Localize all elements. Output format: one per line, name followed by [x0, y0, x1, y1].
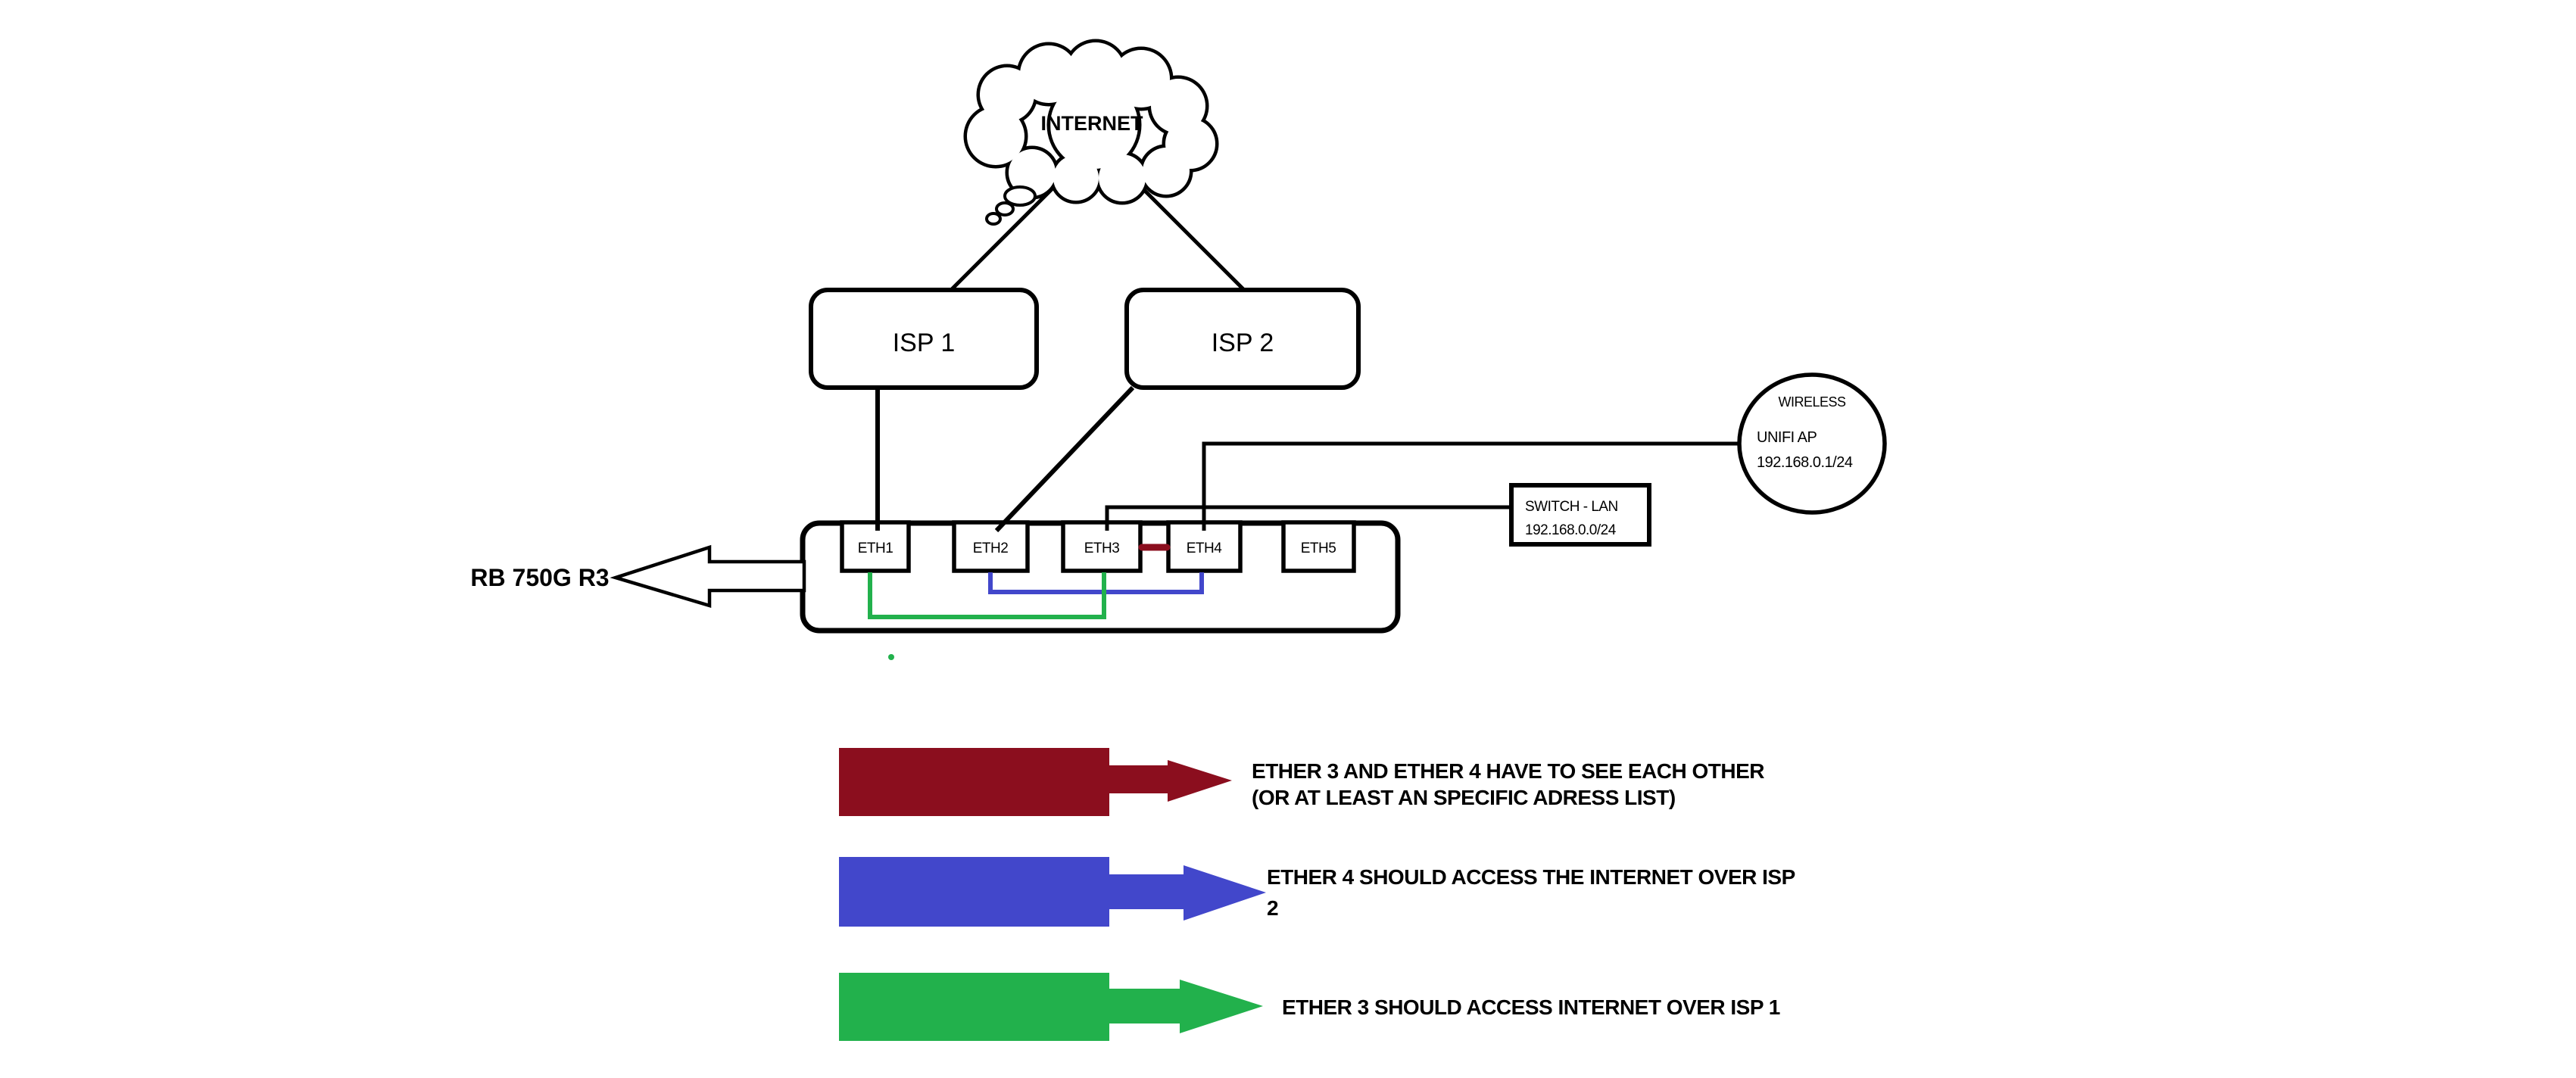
link-wireless-eth4	[1202, 441, 1739, 531]
wireless-name-label: UNIFI AP	[1757, 429, 1817, 446]
wireless-node	[1737, 372, 1887, 515]
port-eth2	[952, 520, 1030, 573]
router-model-label: RB 750G R3	[470, 564, 609, 591]
isp1-label: ISP 1	[893, 329, 956, 357]
legend: ETHER 3 AND ETHER 4 HAVE TO SEE EACH OTH…	[839, 748, 1795, 1041]
link-internet-isp1	[948, 182, 1059, 293]
link-eth2-eth4-blue	[988, 572, 1204, 594]
port-eth5-label: ETH5	[1301, 541, 1336, 556]
switch-node	[1509, 483, 1651, 547]
port-eth4-label: ETH4	[1187, 541, 1223, 556]
legend-blue-line2: 2	[1267, 896, 1278, 920]
stray-green-dot	[888, 654, 894, 660]
port-eth2-label: ETH2	[973, 541, 1009, 556]
cloud-tail-bubble-medium	[995, 201, 1015, 217]
link-isp2-eth2	[994, 385, 1135, 533]
link-switch-eth3	[1105, 505, 1511, 531]
isp1-node	[809, 288, 1039, 390]
wireless-type-label: WIRELESS	[1778, 394, 1846, 410]
internet-label: INTERNET	[1041, 112, 1144, 135]
switch-name-label: SWITCH - LAN	[1525, 499, 1618, 515]
port-eth3	[1061, 520, 1143, 573]
legend-arrow-blue	[839, 857, 1266, 927]
link-eth1-eth3-green	[868, 572, 1106, 619]
isp2-node	[1124, 288, 1361, 390]
port-eth1-label: ETH1	[858, 541, 893, 556]
switch-subnet-label: 192.168.0.0/24	[1525, 522, 1617, 538]
internet-cloud: INTERNET	[963, 39, 1219, 226]
cloud-tail-bubble-small	[985, 212, 1002, 226]
legend-red-line1: ETHER 3 AND ETHER 4 HAVE TO SEE EACH OTH…	[1252, 759, 1764, 783]
link-internet-isp2	[1129, 175, 1247, 293]
legend-red-line2: (OR AT LEAST AN SPECIFIC ADRESS LIST)	[1252, 786, 1676, 809]
port-eth3-label: ETH3	[1084, 541, 1120, 556]
wireless-address-label: 192.168.0.1/24	[1757, 454, 1853, 471]
router-pointer-arrow	[610, 544, 806, 609]
legend-blue-line1: ETHER 4 SHOULD ACCESS THE INTERNET OVER …	[1267, 865, 1795, 889]
cloud-tail-bubble-large	[1003, 185, 1037, 207]
port-eth5	[1281, 520, 1356, 573]
legend-green-line1: ETHER 3 SHOULD ACCESS INTERNET OVER ISP …	[1282, 995, 1780, 1019]
legend-arrow-red	[839, 748, 1232, 816]
legend-arrow-green	[839, 973, 1263, 1041]
isp2-label: ISP 2	[1212, 329, 1274, 357]
